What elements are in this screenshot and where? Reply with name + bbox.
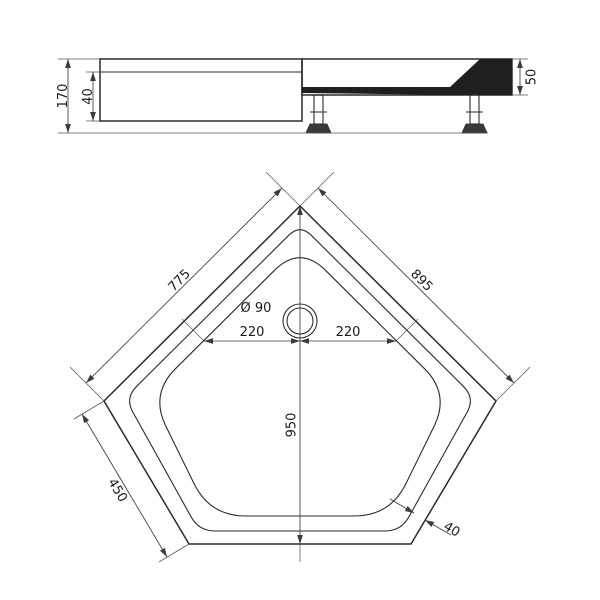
- tray-skirt-outline: [99, 58, 303, 122]
- dim-drain-offset-left-label: 220: [240, 325, 265, 340]
- dim-total-height: 170: [56, 58, 488, 134]
- dim-drain-offset-right-label: 220: [336, 325, 361, 340]
- extension-line: [265, 171, 301, 207]
- dimension-line: [81, 413, 168, 558]
- dim-edge-height-label: 50: [525, 69, 540, 86]
- dim-vertical-span: 950: [285, 206, 303, 562]
- leg-stem: [469, 94, 480, 125]
- plan-view: 775 895 450 40 950: [69, 171, 531, 563]
- dim-lower-left-edge-label: 450: [104, 476, 130, 505]
- leg-foot: [461, 123, 488, 134]
- rim-inner-outline: [129, 229, 471, 532]
- leg-right: [461, 94, 488, 134]
- dim-drain-offset-left: 220: [181, 318, 300, 344]
- dimension-arrow: [389, 498, 415, 514]
- extension-line: [158, 543, 190, 563]
- dim-upper-right-edge-label: 895: [407, 267, 435, 295]
- extension-line: [73, 400, 105, 420]
- dim-panel-height: 40: [81, 71, 100, 122]
- dim-drain-offset-right: 220: [300, 318, 419, 344]
- dim-upper-left-edge-label: 775: [166, 267, 194, 295]
- dim-edge-height: 50: [512, 58, 540, 96]
- dimension-line: [85, 187, 283, 384]
- dimension-line: [317, 187, 515, 384]
- dim-rim-width-label: 40: [441, 519, 463, 540]
- dim-rim-width: 40: [389, 498, 463, 541]
- dim-total-height-label: 170: [56, 84, 71, 109]
- leg-left: [305, 94, 332, 134]
- dim-vertical-span-label: 950: [285, 413, 300, 438]
- extension-line: [299, 171, 335, 207]
- dim-panel-height-label: 40: [81, 88, 96, 105]
- extension-line: [395, 318, 419, 342]
- side-view: 170 40 50: [56, 58, 540, 134]
- tray-shell-section: [302, 59, 512, 95]
- extension-line: [495, 366, 531, 402]
- extension-line: [181, 318, 205, 342]
- leg-stem: [313, 94, 324, 125]
- extension-line: [69, 366, 105, 402]
- leg-foot: [305, 123, 332, 134]
- dimension-arrow: [424, 519, 452, 536]
- drain-diameter-label: Ø 90: [241, 301, 272, 316]
